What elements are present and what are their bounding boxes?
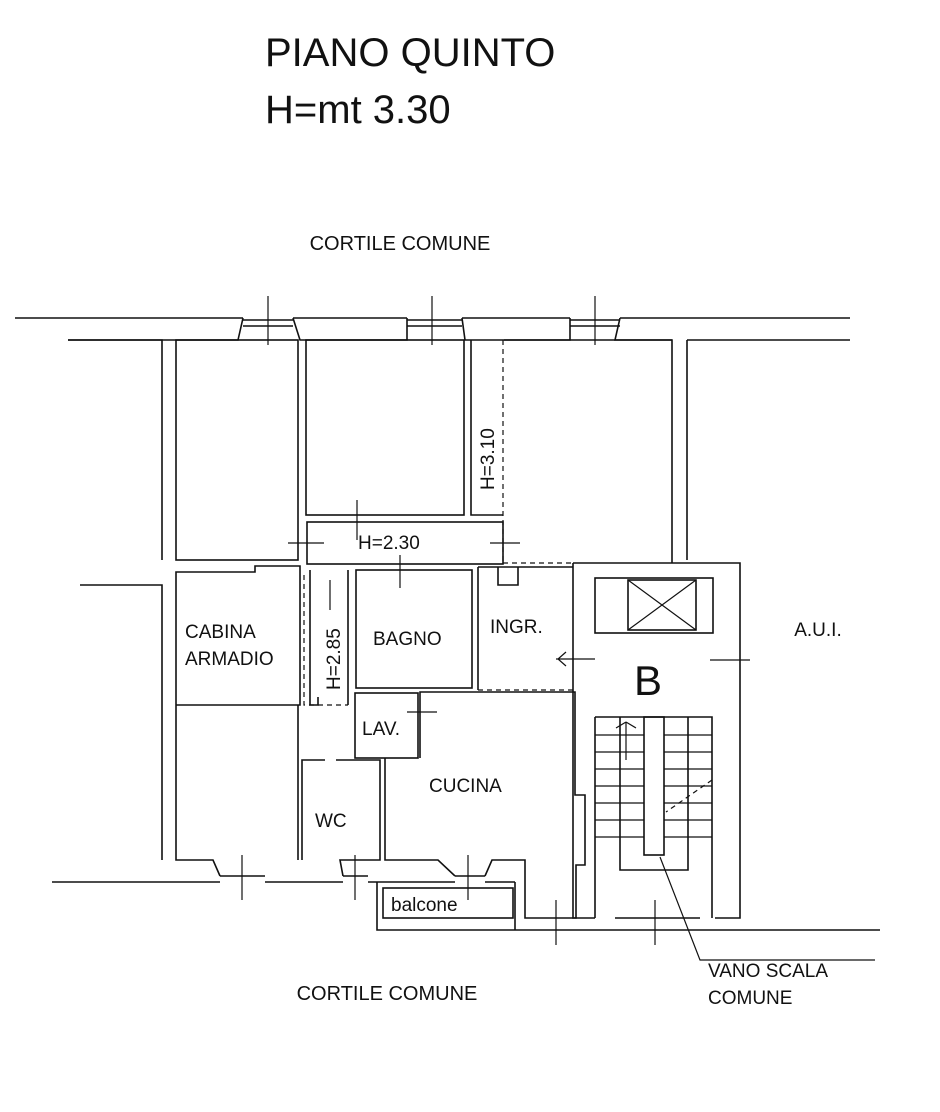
stair-label-line1: VANO SCALA: [708, 961, 828, 982]
rooms-bottom: [175, 691, 586, 919]
room-label-cucina: CUCINA: [429, 776, 502, 797]
balcony: [382, 887, 514, 919]
laundry: [354, 692, 419, 759]
aui-label: A.U.I.: [794, 620, 842, 641]
room-label-armadio: ARMADIO: [185, 649, 274, 670]
rooms-middle: [175, 562, 595, 759]
outer-walls: [15, 296, 880, 945]
plan-title: PIANO QUINTO: [265, 31, 555, 75]
bathroom: [355, 569, 473, 689]
rooms-top: [68, 339, 850, 860]
floor-height: H=mt 3.30: [265, 88, 451, 132]
courtyard-bottom-label: CORTILE COMUNE: [297, 983, 478, 1005]
height-side-corridor: H=2.85: [324, 628, 345, 690]
room-label-lav: LAV.: [362, 719, 400, 740]
room-label-cabina: CABINA: [185, 622, 256, 643]
courtyard-top-label: CORTILE COMUNE: [310, 233, 491, 255]
room-label-bagno: BAGNO: [373, 629, 442, 650]
room-label-balcone: balcone: [391, 895, 458, 916]
height-right-passage: H=3.10: [478, 428, 499, 490]
stair-block-letter: B: [634, 657, 662, 704]
elevator-shaft: [627, 579, 697, 631]
height-corridor: H=2.30: [358, 533, 420, 554]
stairwell: [572, 562, 875, 961]
room-label-wc: WC: [315, 811, 347, 832]
stair-label-line2: COMUNE: [708, 988, 792, 1009]
room-label-ingresso: INGR.: [490, 617, 543, 638]
